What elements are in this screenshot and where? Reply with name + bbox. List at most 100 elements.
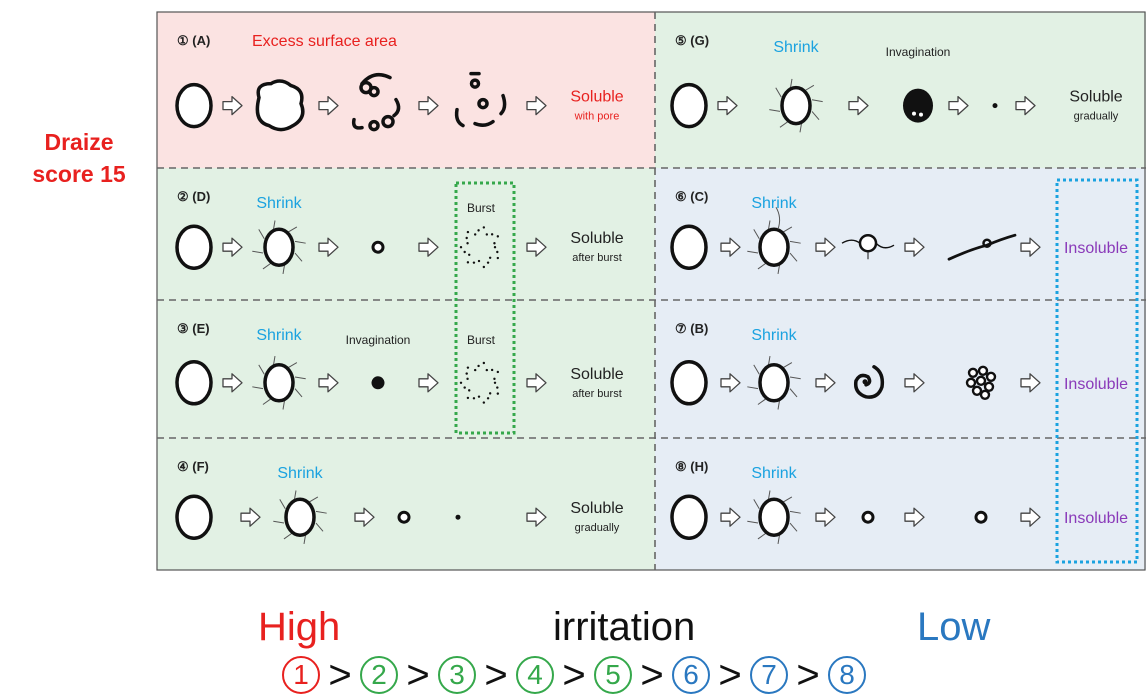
outcome-label: Soluble	[570, 500, 623, 517]
arrow-icon	[222, 95, 243, 116]
panel-e-background	[157, 300, 655, 438]
vesicle-icon	[670, 82, 708, 129]
arrow-icon	[222, 373, 243, 393]
arrow-icon	[815, 373, 836, 393]
invagination-label: Invagination	[886, 45, 951, 59]
arrow-icon	[318, 95, 339, 116]
arrow-icon	[526, 95, 547, 116]
vesicle-icon	[670, 360, 708, 406]
outcome-sub-label: after burst	[572, 252, 622, 264]
arrow-icon	[418, 373, 439, 393]
arrow-icon	[815, 507, 836, 527]
panel-g-label: ⑤ (G)	[675, 33, 709, 48]
arrow-icon	[904, 373, 925, 393]
outcome-sub-label: gradually	[1074, 111, 1119, 123]
ranking-row: 1>2>3>4>5>6>7>8	[282, 653, 866, 700]
rank-2: 2	[360, 656, 398, 694]
vesicle-icon	[175, 224, 213, 270]
outcome-sub-label: gradually	[575, 522, 620, 534]
rank-8: 8	[828, 656, 866, 694]
small-vesicle-icon	[397, 510, 411, 524]
diagram-frame	[156, 11, 1146, 571]
fragments-icon	[454, 71, 507, 128]
arrow-icon	[815, 237, 836, 257]
shrunk-vesicle-icon	[747, 356, 801, 410]
vesicle-icon	[175, 360, 213, 406]
arrow-icon	[354, 507, 375, 527]
panel-h-background	[655, 438, 1146, 570]
arrow-icon	[948, 95, 969, 116]
outcome-label: Soluble	[570, 230, 623, 247]
residue-dot-icon	[992, 103, 998, 109]
arrow-icon	[720, 507, 741, 527]
panel-b-background	[655, 300, 1146, 438]
shrunk-vesicle-icon	[273, 490, 327, 544]
shrink-label: Shrink	[773, 39, 819, 56]
irritation-scale: High irritation Low 1>2>3>4>5>6>7>8	[0, 598, 1146, 700]
panel-h-label: ⑧ (H)	[675, 459, 708, 474]
vesicle-icon	[670, 494, 708, 540]
arrow-icon	[720, 237, 741, 257]
arrow-icon	[526, 373, 547, 393]
invaginated-vesicle-icon	[371, 376, 385, 390]
outcome-sub-label: with pore	[574, 111, 620, 123]
outcome-label: Soluble	[570, 366, 623, 383]
shrink-label: Shrink	[277, 465, 323, 482]
greater-than-sign: >	[484, 653, 508, 697]
arrow-icon	[720, 373, 741, 393]
rank-1: 1	[282, 656, 320, 694]
rank-3: 3	[438, 656, 476, 694]
arrow-icon	[318, 237, 339, 257]
rank-4: 4	[516, 656, 554, 694]
arrow-icon	[526, 237, 547, 257]
panel-f-background	[157, 438, 655, 570]
panel-c-background	[655, 168, 1146, 300]
shrunk-vesicle-icon	[252, 356, 306, 410]
swollen-vesicle-icon	[255, 79, 305, 132]
burst-label: Burst	[467, 333, 496, 347]
small-vesicle-icon	[371, 240, 385, 254]
panel-e-label: ③ (E)	[177, 321, 210, 336]
arrow-icon	[904, 237, 925, 257]
invaginated-vesicle-icon	[903, 88, 933, 123]
burst-label: Burst	[467, 201, 496, 215]
panel-f-label: ④ (F)	[177, 459, 209, 474]
shrink-label: Shrink	[751, 465, 797, 482]
greater-than-sign: >	[796, 653, 820, 697]
greater-than-sign: >	[328, 653, 352, 697]
shrink-label: Shrink	[256, 327, 302, 344]
rank-5: 5	[594, 656, 632, 694]
panel-d-label: ② (D)	[177, 189, 210, 204]
arrow-icon	[318, 373, 339, 393]
collapsed-vesicle-icon	[841, 233, 895, 260]
outcome-insoluble-label: Insoluble	[1064, 376, 1128, 393]
elongated-fiber-icon	[947, 233, 1017, 261]
burst-icon	[459, 361, 500, 404]
vesicle-icon	[175, 494, 213, 540]
insoluble-highlight-box	[1055, 178, 1139, 564]
outcome-label: Soluble	[1069, 89, 1122, 106]
shrunk-vesicle-icon	[747, 206, 801, 274]
arrow-icon	[848, 95, 869, 116]
arrow-icon	[717, 95, 738, 116]
outcome-sub-label: after burst	[572, 388, 622, 400]
outcome-label: Soluble	[570, 89, 623, 106]
outcome-insoluble-label: Insoluble	[1064, 240, 1128, 257]
arrow-icon	[240, 507, 261, 527]
panel-g-background	[655, 12, 1146, 168]
shrunk-vesicle-icon	[769, 78, 823, 133]
scale-high-label: High	[258, 605, 341, 649]
arrow-icon	[1020, 507, 1041, 527]
arrow-icon	[1020, 237, 1041, 257]
burst-icon	[459, 226, 500, 269]
residue-dot-icon	[455, 514, 461, 520]
arrow-icon	[904, 507, 925, 527]
aggregate-cluster-icon	[965, 365, 997, 400]
panel-a-label: ① (A)	[177, 33, 210, 48]
excess-surface-area-label: Excess surface area	[252, 33, 397, 50]
shrink-label: Shrink	[256, 195, 302, 212]
draize-label-line-1: Draize	[44, 129, 114, 155]
vesicle-icon	[670, 224, 708, 270]
rank-7: 7	[750, 656, 788, 694]
